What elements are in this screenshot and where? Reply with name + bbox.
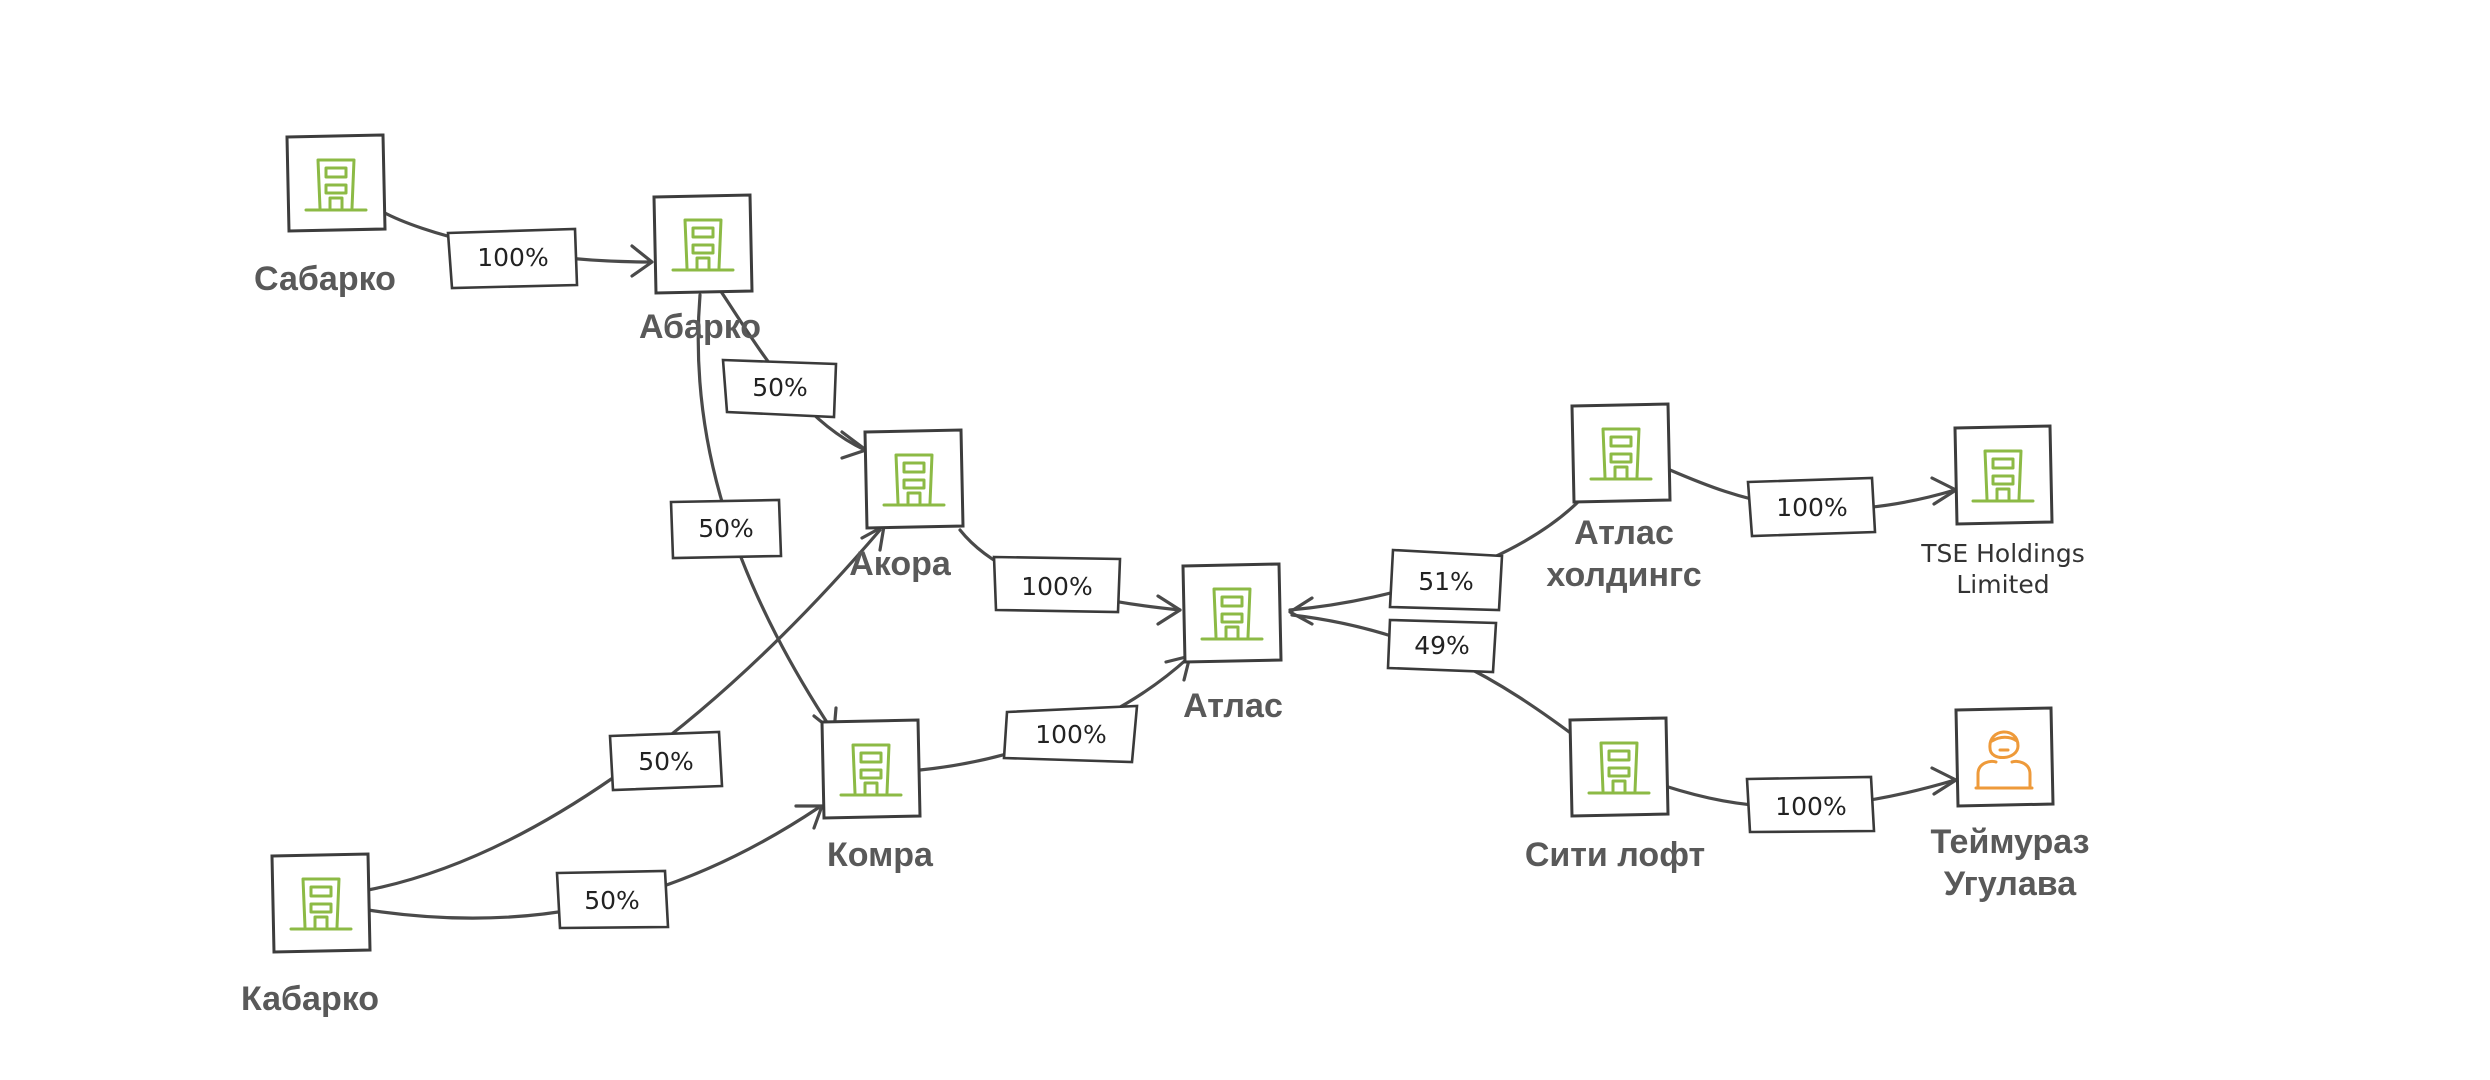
edge-label-text: 100% — [1776, 493, 1847, 522]
node-sabarko[interactable]: Сабарко — [254, 133, 396, 298]
edge-label-kabarko-komra: 50% — [555, 869, 670, 930]
node-label: Сити лофт — [1525, 836, 1705, 874]
node-tse-holdings[interactable]: TSE Holdings Limited — [1920, 424, 2085, 599]
edge-label-text: 100% — [1021, 572, 1092, 601]
node-label-line1: TSE Holdings — [1920, 539, 2084, 568]
arrow-head-atlas-from-holdings — [1288, 596, 1314, 626]
edge-label-komra-atlas: 100% — [1002, 704, 1139, 764]
edge-label-text: 50% — [698, 514, 754, 543]
arrow-head-komra-from-kabarko — [794, 804, 824, 830]
node-akora[interactable]: Акора — [849, 428, 965, 583]
edge-label-akora-atlas: 100% — [992, 555, 1122, 614]
edge-label-kabarko-akora: 50% — [608, 730, 724, 792]
node-city-loft[interactable]: Сити лофт — [1525, 716, 1705, 874]
edge-label-city-loft-atlas: 49% — [1386, 618, 1498, 674]
node-label-line1: Теймураз — [1930, 823, 2089, 861]
node-label: Абарко — [639, 308, 761, 346]
edge-label-text: 100% — [1775, 792, 1846, 821]
node-label: Кабарко — [241, 980, 379, 1018]
edge-label-city-loft-teymuraz: 100% — [1745, 775, 1876, 834]
edge-label-text: 49% — [1414, 631, 1470, 660]
edge-label-abarko-akora: 50% — [721, 358, 838, 419]
edge-label-text: 100% — [1035, 720, 1106, 749]
node-label: Атлас — [1183, 687, 1283, 725]
node-atlas[interactable]: Атлас — [1181, 562, 1283, 725]
node-label-line1: Атлас — [1574, 514, 1674, 552]
node-label: Акора — [849, 545, 952, 583]
edge-abarko-komra — [696, 293, 834, 732]
node-label: Комра — [827, 836, 934, 874]
edge-label-text: 100% — [477, 243, 548, 272]
edge-label-text: 50% — [752, 373, 808, 402]
nodes: Сабарко Абарко Акора Кабарко Комра Атлас — [241, 133, 2090, 1018]
arrow-head-abarko — [630, 244, 654, 278]
node-label-line2: Limited — [1956, 570, 2049, 599]
node-teymuraz[interactable]: Теймураз Угулава — [1930, 706, 2090, 903]
node-komra[interactable]: Комра — [820, 718, 934, 874]
arrow-head-atlas-from-akora — [1156, 594, 1182, 626]
edge-label-text: 51% — [1418, 567, 1474, 596]
edge-label-atlas-holdings-atlas: 51% — [1388, 548, 1504, 612]
node-atlas-holdings[interactable]: Атлас холдингс — [1546, 402, 1702, 594]
edge-kabarko-akora — [366, 528, 882, 892]
edge-labels: 100% 50% 50% 50% 50% 100% 100% 51% — [446, 227, 1877, 930]
node-label-line2: холдингс — [1546, 556, 1701, 594]
edge-label-abarko-komra: 50% — [669, 498, 783, 560]
arrow-head-teymuraz — [1930, 766, 1958, 796]
node-abarko[interactable]: Абарко — [639, 193, 761, 346]
node-label: Сабарко — [254, 260, 396, 298]
edge-label-sabarko-abarko: 100% — [446, 227, 579, 290]
arrow-head-tse — [1930, 476, 1958, 506]
edge-label-text: 50% — [584, 886, 640, 915]
node-kabarko[interactable]: Кабарко — [241, 852, 379, 1018]
edges — [366, 210, 1958, 920]
edge-label-text: 50% — [638, 747, 694, 776]
edge-label-atlas-holdings-tse: 100% — [1746, 476, 1877, 538]
node-label-line2: Угулава — [1944, 865, 2077, 903]
